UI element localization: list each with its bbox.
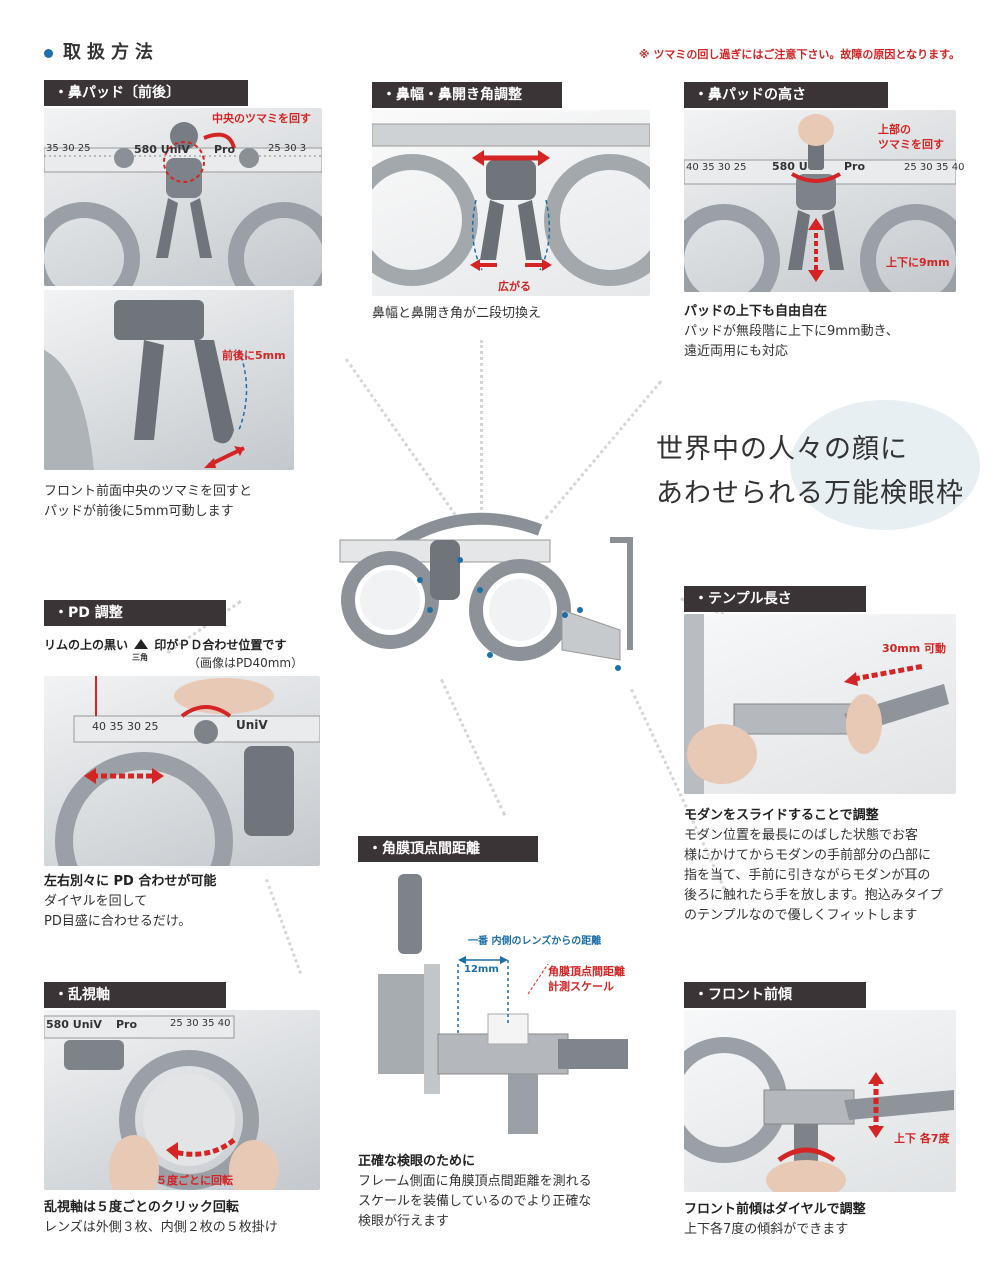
section-title-nose-width: ・鼻幅・鼻開き角調整 <box>372 82 562 108</box>
caption-temple: モダンをスライドすることで調整 モダン位置を最長にのばした状態でお客 様にかけて… <box>684 808 943 923</box>
section-title-axis: ・乱視軸 <box>44 982 226 1008</box>
nose-pad-knob-photo <box>44 108 322 286</box>
warning-note: ※ ツマミの回し過ぎにはご注意下さい。故障の原因となります。 <box>638 48 960 61</box>
connector-line <box>440 678 507 816</box>
bullet-icon <box>44 48 53 58</box>
caption-pd: 左右別々に PD 合わせが可能 ダイヤルを回して PD目盛に合わせるだけ。 <box>44 874 217 929</box>
scale-pro: Pro <box>214 143 236 156</box>
vertex-photo <box>358 864 648 1144</box>
label-inner-lens: 一番 内側のレンズからの距離 <box>468 936 602 947</box>
label-move-9mm: 上下に9mm <box>886 256 950 269</box>
scale-brand: 580 U <box>772 160 808 173</box>
scale-left: 40 35 30 25 <box>686 162 747 173</box>
label-move-5mm: 前後に5mm <box>222 349 286 362</box>
tilt-photo <box>684 1010 956 1192</box>
scale-left: 35 30 25 <box>46 143 91 154</box>
label-5deg-rotate: ５度ごとに回転 <box>156 1174 233 1187</box>
label-center-knob: 中央のツマミを回す <box>212 112 311 125</box>
axis-scale-brand: 580 UniV <box>46 1018 102 1031</box>
scale-right: 25 30 35 40 <box>904 162 965 173</box>
section-title-temple: ・テンプル長さ <box>684 586 866 612</box>
label-move-30mm: 30mm 可動 <box>882 642 947 655</box>
product-main-image <box>300 500 660 690</box>
caption-vertex: 正確な検眼のために フレーム側面に角膜頂点間距離を測れる スケールを装備している… <box>358 1154 592 1229</box>
connector-line <box>265 878 303 974</box>
nose-pad-side-photo <box>44 290 294 470</box>
connector-line <box>345 358 457 516</box>
pd-note: リムの上の黒い 印がＰＤ合わせ位置です <box>44 638 287 652</box>
nose-width-photo <box>372 110 650 296</box>
label-12mm: 12mm <box>464 964 499 975</box>
connector-line <box>480 340 483 510</box>
label-tilt-7deg: 上下 各7度 <box>894 1132 950 1145</box>
label-top-knob: 上部の ツマミを回す <box>878 123 944 151</box>
axis-scale-right: 25 30 35 40 <box>170 1018 231 1029</box>
axis-scale-pro: Pro <box>116 1018 138 1031</box>
scale-pro: Pro <box>844 160 866 173</box>
temple-photo <box>684 614 956 794</box>
pd-photo <box>44 676 320 866</box>
label-spread: 広がる <box>498 280 531 293</box>
pd-note-mark: 三角 <box>132 653 148 662</box>
section-title-nose-height: ・鼻パッドの高さ <box>684 82 888 108</box>
label-vertex-scale: 角膜頂点間距離 計測スケール <box>548 965 625 993</box>
section-title-nose-pad-front: ・鼻パッド〔前後〕 <box>44 80 248 106</box>
pd-note-sub: （画像はPD40mm） <box>188 656 304 670</box>
pd-scale-brand: UniV <box>236 718 268 732</box>
caption-nose-pad-front: フロント前面中央のツマミを回すと パッドが前後に5mm可動します <box>44 484 253 519</box>
scale-right: 25 30 3 <box>268 143 307 154</box>
section-title-tilt: ・フロント前傾 <box>684 982 866 1008</box>
frame-illustration <box>44 122 322 286</box>
nose-height-photo <box>684 110 956 292</box>
section-title-vertex: ・角膜頂点間距離 <box>358 836 538 862</box>
caption-axis: 乱視軸は５度ごとのクリック回転 レンズは外側３枚、内側２枚の５枚掛け <box>44 1200 278 1235</box>
caption-nose-width: 鼻幅と鼻開き角が二段切換え <box>372 306 542 321</box>
section-title-pd: ・PD 調整 <box>44 600 226 626</box>
connector-line <box>544 380 663 520</box>
pd-scale: 40 35 30 25 <box>92 720 159 733</box>
caption-nose-height: パッドの上下も自由自在 パッドが無段階に上下に9mm動き、 遠近両用にも対応 <box>684 304 899 359</box>
slogan-background <box>790 400 980 530</box>
slogan: 世界中の人々の顔に あわせられる万能検眼枠 <box>656 434 964 509</box>
caption-tilt: フロント前傾はダイヤルで調整 上下各7度の傾斜ができます <box>684 1202 866 1237</box>
page-title: 取扱方法 <box>44 38 159 64</box>
axis-photo <box>44 1010 320 1190</box>
triangle-mark-icon <box>134 639 149 649</box>
scale-brand: 580 UniV <box>134 143 190 156</box>
